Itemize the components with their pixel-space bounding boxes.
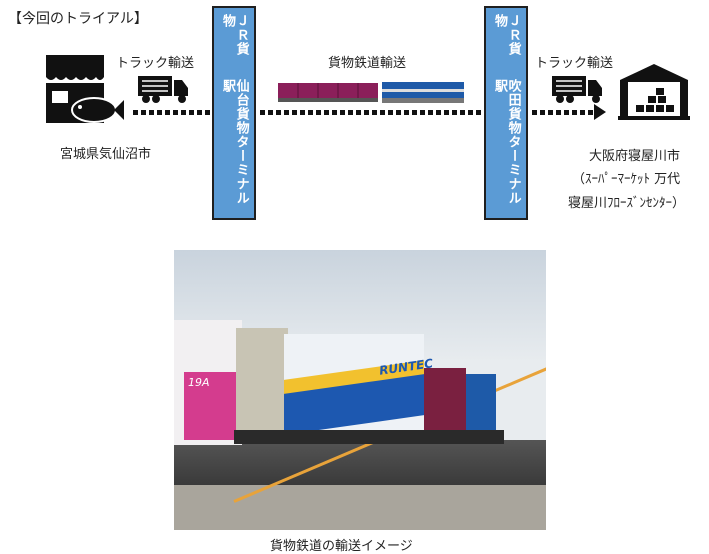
truck-label-1: トラック輸送 (116, 56, 195, 71)
route-line-3 (532, 110, 594, 115)
fish-shop-icon (46, 55, 124, 123)
page-title: 【今回のトライアル】 (8, 11, 148, 27)
rail-label: 貨物鉄道輸送 (328, 56, 407, 71)
warehouse-icon (618, 64, 690, 120)
photo-caption: 貨物鉄道の輸送イメージ (270, 539, 413, 554)
station-suita: ＪＲ貨物吹田貨物ターミナル駅 (484, 6, 528, 220)
freight-train-icon (278, 82, 464, 103)
station-name: 吹田貨物ターミナル駅 (492, 79, 521, 206)
destination-center: 寝屋川ﾌﾛｰｽﾞﾝｾﾝﾀｰ） (568, 196, 686, 211)
station-sendai: ＪＲ貨物仙台貨物ターミナル駅 (212, 6, 256, 220)
truck-icon (138, 76, 188, 103)
destination-city: 大阪府寝屋川市 (589, 149, 681, 164)
truck-icon (552, 76, 602, 103)
car-number: 19A (184, 372, 242, 440)
station-name: 仙台貨物ターミナル駅 (220, 79, 249, 206)
route-line-2 (260, 110, 482, 115)
truck-label-2: トラック輸送 (535, 56, 614, 71)
station-company: ＪＲ貨物 (492, 14, 521, 56)
freight-train-photo: 19A RUNTEC (174, 250, 546, 530)
route-line-1 (133, 110, 211, 115)
destination-store: （ｽｰﾊﾟｰﾏｰｹｯﾄ 万代 (572, 172, 681, 187)
station-company: ＪＲ貨物 (220, 14, 249, 56)
arrow-head-icon (594, 104, 606, 120)
origin-label: 宮城県気仙沼市 (60, 147, 152, 162)
